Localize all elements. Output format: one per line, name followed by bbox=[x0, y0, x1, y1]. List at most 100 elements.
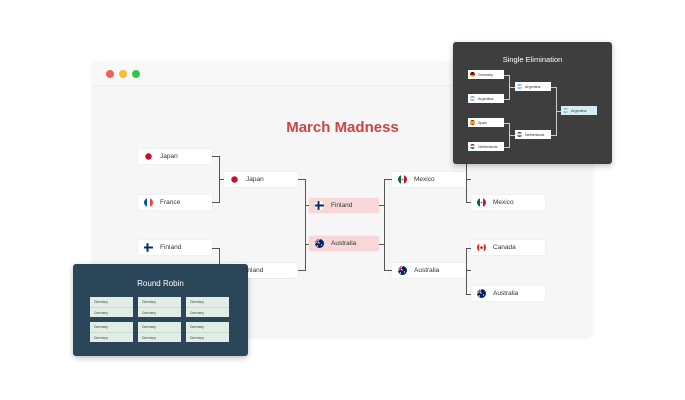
se-team-slot[interactable]: Spain bbox=[468, 118, 504, 127]
match-card[interactable]: Germany Germany bbox=[138, 297, 181, 317]
team-name: Japan bbox=[246, 176, 264, 183]
argentina-flag-icon bbox=[517, 84, 522, 89]
team-name: Australia bbox=[414, 267, 440, 274]
team-slot[interactable]: Canada bbox=[471, 240, 545, 255]
match-team: Germany bbox=[142, 325, 156, 329]
netherlands-flag-icon bbox=[470, 144, 475, 149]
team-slot[interactable]: France bbox=[138, 195, 212, 210]
japan-flag-icon bbox=[230, 175, 239, 184]
connector-line bbox=[509, 135, 515, 136]
france-flag-icon bbox=[144, 198, 153, 207]
connector-line bbox=[219, 248, 220, 270]
connector-line bbox=[466, 248, 467, 294]
connector-line bbox=[466, 270, 471, 271]
team-slot[interactable]: Mexico bbox=[392, 172, 466, 187]
team-name: Australia bbox=[493, 290, 519, 297]
team-name: Finland bbox=[160, 244, 182, 251]
argentina-flag-icon bbox=[470, 96, 475, 101]
team-name: Argentina bbox=[525, 84, 541, 89]
connector-line bbox=[551, 87, 556, 88]
canada-flag-icon bbox=[477, 243, 486, 252]
team-slot[interactable]: Australia bbox=[392, 263, 466, 278]
team-slot[interactable]: Australia bbox=[471, 286, 545, 301]
team-name: Argentina bbox=[478, 96, 494, 101]
match-card[interactable]: Germany Germany bbox=[90, 297, 133, 317]
match-team: Germany bbox=[138, 332, 181, 342]
connector-line bbox=[466, 158, 467, 203]
team-name: Australia bbox=[331, 240, 357, 247]
match-card[interactable]: Germany Germany bbox=[90, 322, 133, 342]
single-elimination-panel[interactable]: Single Elimination Germany Argentina Spa… bbox=[453, 42, 612, 164]
team-slot[interactable]: Japan bbox=[138, 149, 212, 164]
match-team: Germany bbox=[94, 325, 108, 329]
match-team: Germany bbox=[90, 332, 133, 342]
minimize-window-button[interactable] bbox=[119, 70, 127, 78]
connector-line bbox=[379, 244, 384, 245]
connector-line bbox=[384, 179, 385, 271]
team-name: Mexico bbox=[414, 176, 435, 183]
match-team: Germany bbox=[186, 332, 229, 342]
finland-flag-icon bbox=[144, 243, 153, 252]
se-winner-slot[interactable]: Argentina bbox=[561, 106, 597, 115]
spain-flag-icon bbox=[470, 120, 475, 125]
team-name: Mexico bbox=[493, 199, 514, 206]
team-name: Argentina bbox=[571, 108, 587, 113]
team-name: Spain bbox=[478, 120, 488, 125]
se-team-slot[interactable]: Netherlands bbox=[468, 142, 504, 151]
team-slot[interactable]: Japan bbox=[224, 172, 298, 187]
connector-line bbox=[509, 87, 515, 88]
team-name: Japan bbox=[160, 153, 178, 160]
team-slot-highlighted[interactable]: Australia bbox=[309, 236, 379, 251]
maximize-window-button[interactable] bbox=[132, 70, 140, 78]
team-slot[interactable]: Finland bbox=[138, 240, 212, 255]
connector-line bbox=[211, 202, 219, 203]
match-team: Germany bbox=[138, 307, 181, 317]
mexico-flag-icon bbox=[477, 198, 486, 207]
connector-line bbox=[466, 179, 471, 180]
team-name: Finland bbox=[242, 267, 264, 274]
team-name: Netherlands bbox=[478, 144, 498, 149]
australia-flag-icon bbox=[398, 266, 407, 275]
connector-line bbox=[305, 244, 309, 245]
connector-line bbox=[297, 179, 305, 180]
team-name: Netherlands bbox=[525, 132, 545, 137]
connector-line bbox=[379, 205, 384, 206]
connector-line bbox=[384, 179, 392, 180]
connector-line bbox=[466, 202, 471, 203]
match-card[interactable]: Germany Germany bbox=[186, 322, 229, 342]
se-team-slot[interactable]: Argentina bbox=[515, 82, 551, 91]
team-slot[interactable]: Mexico bbox=[471, 195, 545, 210]
connector-line bbox=[466, 248, 471, 249]
team-name: France bbox=[160, 199, 181, 206]
connector-line bbox=[503, 147, 509, 148]
connector-line bbox=[503, 75, 509, 76]
team-slot-highlighted[interactable]: Finland bbox=[309, 198, 379, 213]
match-card[interactable]: Germany Germany bbox=[186, 297, 229, 317]
match-card[interactable]: Germany Germany bbox=[138, 322, 181, 342]
connector-line bbox=[466, 294, 471, 295]
australia-flag-icon bbox=[477, 289, 486, 298]
se-team-slot[interactable]: Germany bbox=[468, 70, 504, 79]
connector-line bbox=[219, 179, 226, 180]
argentina-flag-icon bbox=[563, 108, 568, 113]
match-team: Germany bbox=[186, 307, 229, 317]
match-team: Germany bbox=[190, 325, 204, 329]
match-team: Germany bbox=[90, 307, 133, 317]
panel-title: Round Robin bbox=[137, 279, 184, 288]
match-team: Germany bbox=[142, 300, 156, 304]
team-slot-partial[interactable]: Finland bbox=[242, 263, 297, 278]
connector-line bbox=[211, 248, 219, 249]
se-team-slot[interactable]: Argentina bbox=[468, 94, 504, 103]
finland-flag-icon bbox=[315, 201, 324, 210]
connector-line bbox=[556, 111, 561, 112]
team-name: Germany bbox=[478, 72, 493, 77]
team-name: Finland bbox=[331, 202, 353, 209]
team-name: Canada bbox=[493, 244, 516, 251]
se-team-slot[interactable]: Netherlands bbox=[515, 130, 551, 139]
connector-line bbox=[503, 99, 509, 100]
close-window-button[interactable] bbox=[106, 70, 114, 78]
australia-flag-icon bbox=[315, 239, 324, 248]
round-robin-panel[interactable]: Round Robin Germany Germany Germany Germ… bbox=[73, 264, 248, 356]
connector-line bbox=[305, 179, 306, 271]
connector-line bbox=[384, 270, 392, 271]
